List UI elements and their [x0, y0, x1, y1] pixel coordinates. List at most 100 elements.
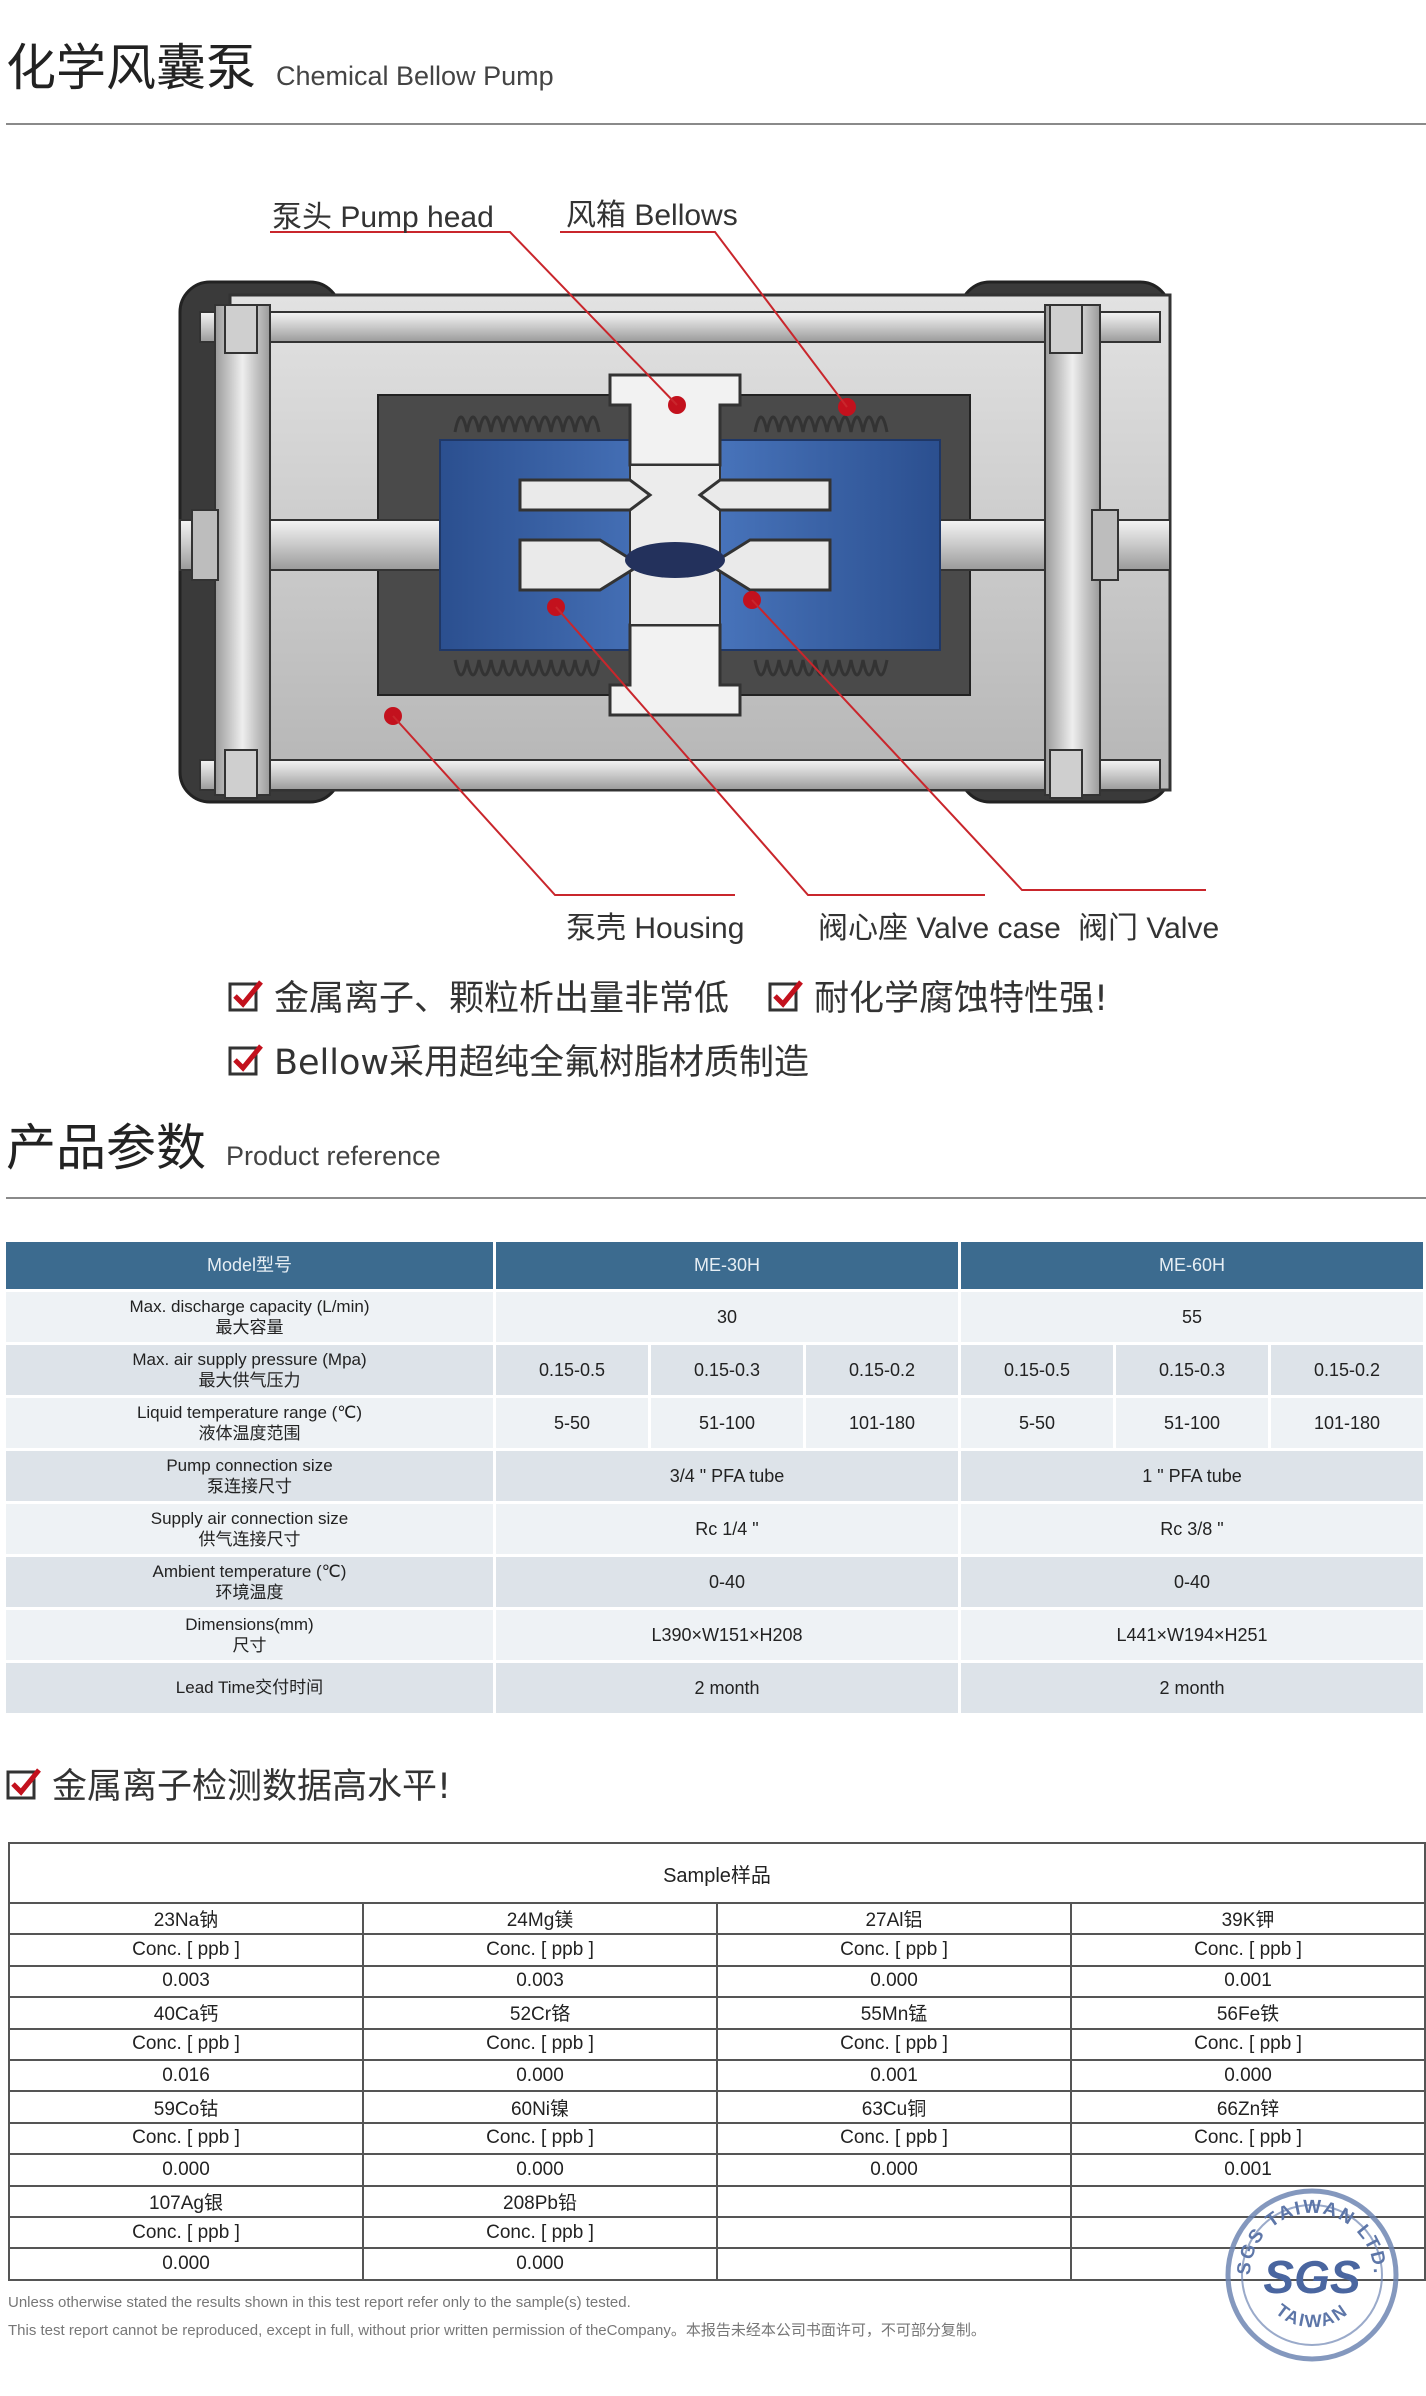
value-row: 0.016 0.000 0.001 0.000	[8, 2058, 1426, 2093]
feature-text: Bellow采用超纯全氟树脂材质制造	[274, 1043, 810, 1083]
row-ambient-temp: Ambient temperature (℃)环境温度 0-40 0-40	[6, 1557, 1426, 1610]
element-value: 0.000	[362, 2247, 718, 2281]
unit-row: Conc. [ ppb ] Conc. [ ppb ] Conc. [ ppb …	[8, 2121, 1426, 2156]
element-name: 27Al铝	[716, 1901, 1072, 1936]
footer-disclaimer-2: This test report cannot be reproduced, e…	[8, 2322, 986, 2339]
element-row: 107Ag银 208Pb铅	[8, 2184, 1426, 2218]
element-value: 0.000	[362, 2058, 718, 2093]
unit: Conc. [ ppb ]	[362, 2215, 718, 2250]
row-pressure: Max. air supply pressure (Mpa)最大供气压力 0.1…	[6, 1345, 1426, 1398]
col-me60h: ME-60H	[961, 1242, 1426, 1292]
unit: Conc. [ ppb ]	[716, 2121, 1072, 2156]
unit: Conc. [ ppb ]	[362, 2121, 718, 2156]
element-name: 60Ni镍	[362, 2090, 718, 2124]
row-label: Liquid temperature range (℃)液体温度范围	[6, 1398, 496, 1451]
element-value: 0.003	[8, 1964, 364, 1999]
element-name: 208Pb铅	[362, 2184, 718, 2218]
element-name: 59Co钴	[8, 2090, 364, 2124]
cell-me60h: 1 " PFA tube	[961, 1451, 1426, 1504]
checkbox-checked-icon	[228, 979, 263, 1011]
value-row: 0.000 0.000 0.000 0.001	[8, 2153, 1426, 2187]
cell: 0.15-0.5	[961, 1345, 1116, 1398]
element-value: 0.001	[1070, 2153, 1426, 2187]
row-label: Lead Time交付时间	[6, 1663, 496, 1716]
value-row: 0.000 0.000	[8, 2247, 1426, 2281]
cell-me30h: 2 month	[496, 1663, 961, 1716]
element-name: 52Cr铬	[362, 1996, 718, 2030]
label-housing: 泵壳 Housing	[566, 912, 745, 945]
element-name: 24Mg镁	[362, 1901, 718, 1936]
element-value: 0.000	[8, 2247, 364, 2281]
unit: Conc. [ ppb ]	[362, 1933, 718, 1967]
element-name: 66Zn锌	[1070, 2090, 1426, 2124]
value-row: 0.003 0.003 0.000 0.001	[8, 1964, 1426, 1999]
row-label: Max. discharge capacity (L/min)最大容量	[6, 1292, 496, 1345]
element-name: 39K钾	[1070, 1901, 1426, 1936]
unit-row: Conc. [ ppb ] Conc. [ ppb ] Conc. [ ppb …	[8, 1933, 1426, 1967]
label-bellows: 风箱 Bellows	[566, 199, 738, 232]
element-name: 63Cu铜	[716, 2090, 1072, 2124]
row-dimensions: Dimensions(mm)尺寸 L390×W151×H208 L441×W19…	[6, 1610, 1426, 1663]
element-value: 0.001	[1070, 1964, 1426, 1999]
element-name: 55Mn锰	[716, 1996, 1072, 2030]
element-row: 59Co钴 60Ni镍 63Cu铜 66Zn锌	[8, 2090, 1426, 2124]
row-liquid-temp: Liquid temperature range (℃)液体温度范围 5-50 …	[6, 1398, 1426, 1451]
unit: Conc. [ ppb ]	[716, 2027, 1072, 2061]
element-value: 0.000	[716, 2153, 1072, 2187]
sample-header: Sample样品	[8, 1842, 1426, 1904]
feature-chemical-resistance: 耐化学腐蚀特性强!	[768, 970, 1108, 1021]
feature-ultrapure-pfa: Bellow采用超纯全氟树脂材质制造	[228, 1034, 809, 1085]
cell: 5-50	[496, 1398, 651, 1451]
cell: 51-100	[651, 1398, 806, 1451]
cell: 101-180	[1271, 1398, 1426, 1451]
sgs-stamp-seal: SGS TAIWAN LTD. SGS TAIWAN	[1225, 2188, 1399, 2362]
element-row: 23Na钠 24Mg镁 27Al铝 39K钾	[8, 1901, 1426, 1936]
svg-text:TAIWAN: TAIWAN	[1272, 2300, 1352, 2332]
metal-ion-heading: 金属离子检测数据高水平!	[6, 1758, 451, 1809]
cell: 0.15-0.3	[1116, 1345, 1271, 1398]
unit: Conc. [ ppb ]	[8, 2121, 364, 2156]
unit: Conc. [ ppb ]	[362, 2027, 718, 2061]
cell: 0.15-0.2	[1271, 1345, 1426, 1398]
feature-text: 金属离子、颗粒析出量非常低	[274, 979, 730, 1019]
element-value: 0.001	[716, 2058, 1072, 2093]
cell: 101-180	[806, 1398, 961, 1451]
element-value: 0.000	[716, 1964, 1072, 1999]
unit-row: Conc. [ ppb ] Conc. [ ppb ]	[8, 2215, 1426, 2250]
col-model: Model型号	[6, 1242, 496, 1292]
pump-cross-section-diagram	[178, 231, 1206, 896]
element-value: 0.016	[8, 2058, 364, 2093]
empty-cell	[716, 2184, 1072, 2218]
page-title: 化学风囊泵 Chemical Bellow Pump	[6, 28, 554, 100]
element-value: 0.003	[362, 1964, 718, 1999]
row-lead-time: Lead Time交付时间 2 month 2 month	[6, 1663, 1426, 1716]
cell-me30h: 3/4 " PFA tube	[496, 1451, 961, 1504]
cell: 0.15-0.3	[651, 1345, 806, 1398]
label-valve-case: 阀心座 Valve case	[818, 912, 1061, 945]
stamp-bottom-text: TAIWAN	[1272, 2300, 1350, 2332]
unit: Conc. [ ppb ]	[1070, 2121, 1426, 2156]
element-name: 107Ag银	[8, 2184, 364, 2218]
label-pump-head: 泵头 Pump head	[272, 201, 494, 234]
reference-title-zh: 产品参数	[6, 1119, 206, 1177]
empty-cell	[716, 2247, 1072, 2281]
cell-me60h: 55	[961, 1292, 1426, 1345]
unit: Conc. [ ppb ]	[8, 2215, 364, 2250]
unit-row: Conc. [ ppb ] Conc. [ ppb ] Conc. [ ppb …	[8, 2027, 1426, 2061]
title-zh: 化学风囊泵	[6, 39, 256, 97]
cell: 51-100	[1116, 1398, 1271, 1451]
title-divider	[6, 123, 1426, 125]
element-name: 40Ca钙	[8, 1996, 364, 2030]
element-value: 0.000	[1070, 2058, 1426, 2093]
cell-me60h: L441×W194×H251	[961, 1610, 1426, 1663]
element-name: 23Na钠	[8, 1901, 364, 1936]
cell-me60h: 0-40	[961, 1557, 1426, 1610]
title-en: Chemical Bellow Pump	[276, 61, 554, 91]
element-name: 56Fe铁	[1070, 1996, 1426, 2030]
cell: 0.15-0.2	[806, 1345, 961, 1398]
unit: Conc. [ ppb ]	[1070, 2027, 1426, 2061]
stamp-brand: SGS	[1263, 2251, 1360, 2303]
empty-cell	[716, 2215, 1072, 2250]
